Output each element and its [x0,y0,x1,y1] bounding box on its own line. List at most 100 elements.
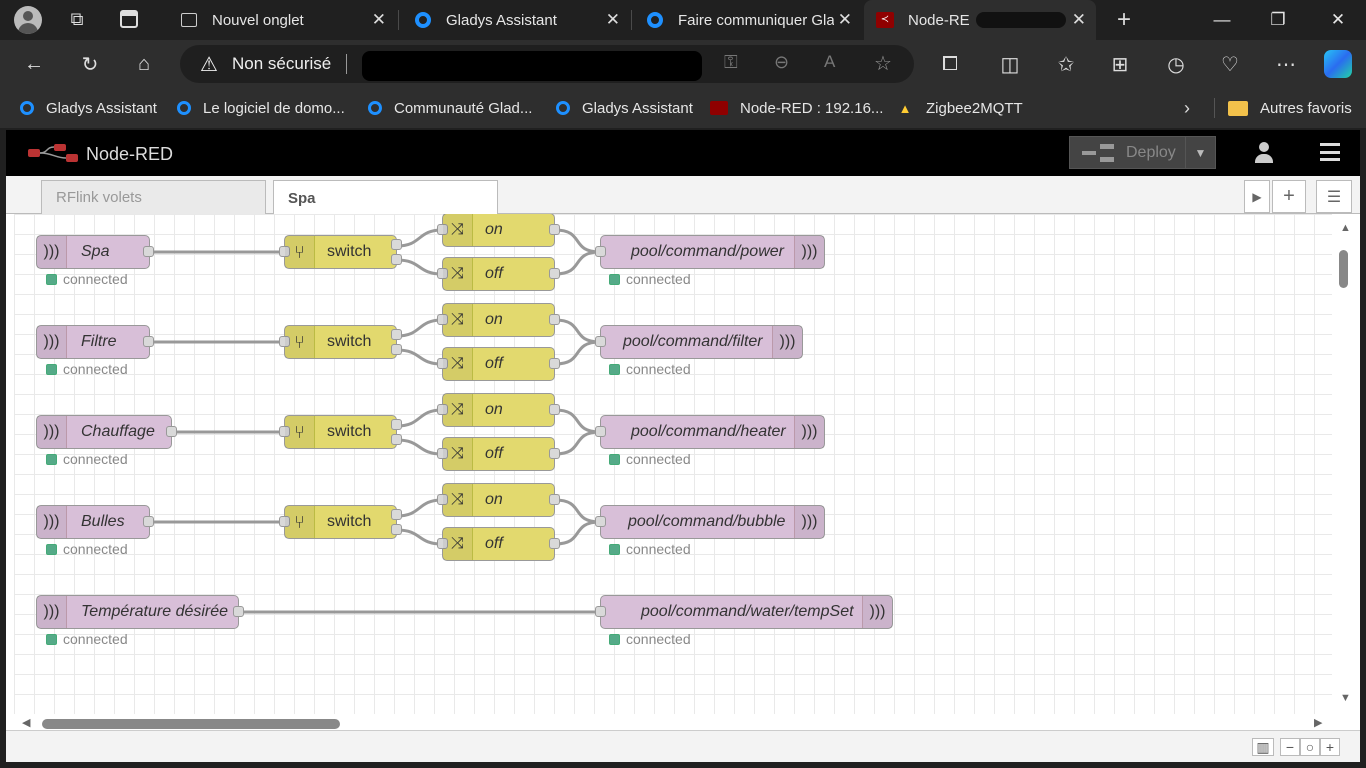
input-port[interactable] [437,268,448,279]
chevron-right-icon[interactable]: › [1184,98,1190,118]
input-port[interactable] [595,606,606,617]
more-icon[interactable]: ⋯ [1276,53,1296,76]
home-icon[interactable]: ⌂ [137,52,151,75]
input-port[interactable] [279,426,290,437]
scroll-right-icon[interactable]: ▶ [1314,717,1323,729]
tab-actions-icon[interactable] [120,10,138,28]
change-node-off[interactable]: ⤨ off [437,257,560,291]
profile-icon[interactable] [14,6,42,34]
input-port[interactable] [595,516,606,527]
output-port[interactable] [143,246,154,257]
output-port[interactable] [549,314,560,325]
mqtt-out-node[interactable]: pool/command/water/tempSet ))) [595,595,893,629]
output-port[interactable] [391,329,402,340]
back-icon[interactable]: ← [24,52,44,75]
input-port[interactable] [595,246,606,257]
mqtt-in-node[interactable]: ))) Température désirée [36,595,244,629]
restore-button[interactable]: ❐ [1270,10,1286,29]
new-tab-button[interactable]: + [1116,6,1131,33]
output-port[interactable] [549,494,560,505]
change-node-off[interactable]: ⤨ off [437,437,560,471]
bookmark-gladys-2[interactable]: Gladys Assistant [556,88,693,128]
scroll-up-icon[interactable]: ▲ [1340,222,1351,234]
input-port[interactable] [437,494,448,505]
favorite-star-icon[interactable]: ☆ [874,53,892,75]
scroll-left-icon[interactable]: ◀ [22,717,31,729]
user-icon[interactable] [1254,142,1274,164]
history-icon[interactable]: ◷ [1167,53,1185,76]
output-port[interactable] [391,434,402,445]
bookmark-logiciel[interactable]: Le logiciel de domo... [177,88,345,128]
switch-node[interactable]: ⑂ switch [279,325,402,359]
input-port[interactable] [437,314,448,325]
close-icon[interactable]: ✕ [371,10,386,29]
mqtt-out-node[interactable]: pool/command/bubble ))) [595,505,825,539]
horizontal-scrollbar[interactable]: ◀ ▶ [14,714,1332,734]
input-port[interactable] [437,358,448,369]
close-icon[interactable]: ✕ [1071,10,1086,29]
add-flow-button[interactable]: + [1272,180,1306,213]
hamburger-icon[interactable] [1320,143,1340,161]
input-port[interactable] [437,448,448,459]
mqtt-out-node[interactable]: pool/command/filter ))) [595,325,803,359]
key-icon[interactable]: ⚿ [724,52,738,72]
output-port[interactable] [391,509,402,520]
favorites-icon[interactable]: ✩ [1057,53,1075,76]
refresh-icon[interactable]: ↻ [81,53,99,76]
bookmark-zigbee2mqtt[interactable]: ▲ Zigbee2MQTT [896,88,1023,128]
caret-down-icon[interactable]: ▼ [1185,137,1215,168]
workspaces-icon[interactable]: ⧉ [70,9,84,29]
health-icon[interactable]: ♡ [1221,53,1239,76]
output-port[interactable] [391,254,402,265]
change-node-on[interactable]: ⤨ on [437,483,560,517]
change-node-on[interactable]: ⤨ on [437,303,560,337]
switch-node[interactable]: ⑂ switch [279,505,402,539]
deploy-button[interactable]: Deploy ▼ [1069,136,1216,169]
scroll-down-icon[interactable]: ▼ [1340,692,1351,704]
map-icon[interactable]: ▥ [1252,738,1274,756]
tab-faire-communiquer[interactable]: Faire communiquer Gla ✕ [632,0,862,40]
close-icon[interactable]: ✕ [605,10,620,29]
input-port[interactable] [437,538,448,549]
output-port[interactable] [391,524,402,535]
bookmark-node-red[interactable]: Node-RED : 192.16... [710,88,883,128]
zoom-icon[interactable]: ⊖ [774,52,790,72]
vertical-scrollbar[interactable]: ▲ ▼ [1332,214,1360,714]
output-port[interactable] [549,358,560,369]
change-node-on[interactable]: ⤨ on [437,393,560,427]
output-port[interactable] [549,448,560,459]
mqtt-in-node[interactable]: ))) Chauffage [36,415,177,449]
window-close-button[interactable]: ✕ [1330,10,1346,29]
change-node-off[interactable]: ⤨ off [437,347,560,381]
bookmark-communaute[interactable]: Communauté Glad... [368,88,532,128]
list-flows-icon[interactable]: ☰ [1316,180,1352,213]
switch-node[interactable]: ⑂ switch [279,415,402,449]
read-aloud-icon[interactable]: A [824,52,836,71]
zoom-reset-icon[interactable]: ○ [1300,738,1320,756]
collections-icon[interactable]: ⊞ [1111,53,1129,76]
bookmark-gladys-1[interactable]: Gladys Assistant [20,88,157,128]
scroll-thumb[interactable] [1339,250,1348,288]
minimize-button[interactable]: — [1213,10,1231,29]
split-screen-icon[interactable]: ◫ [1000,53,1020,76]
output-port[interactable] [143,336,154,347]
mqtt-out-node[interactable]: pool/command/heater ))) [595,415,825,449]
other-favorites[interactable]: Autres favoris [1228,88,1352,128]
close-icon[interactable]: ✕ [833,10,852,30]
input-port[interactable] [279,336,290,347]
mqtt-out-node[interactable]: pool/command/power ))) [595,235,825,269]
input-port[interactable] [437,404,448,415]
scroll-tabs-right-icon[interactable]: ▶ [1244,180,1270,213]
output-port[interactable] [166,426,177,437]
switch-node[interactable]: ⑂ switch [279,235,402,269]
output-port[interactable] [549,404,560,415]
output-port[interactable] [391,419,402,430]
extensions-icon[interactable]: ⧠ [942,52,958,75]
input-port[interactable] [279,516,290,527]
zoom-in-icon[interactable]: + [1320,738,1340,756]
tab-node-red[interactable]: ≺ Node-RE ✕ [864,0,1096,40]
output-port[interactable] [391,344,402,355]
output-port[interactable] [549,268,560,279]
change-node-on[interactable]: ⤨ on [437,214,560,247]
output-port[interactable] [143,516,154,527]
